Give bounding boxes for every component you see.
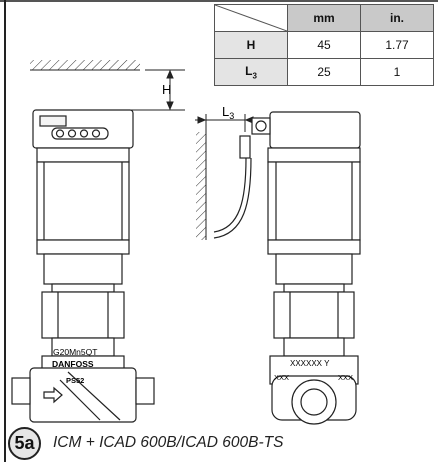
brand-label: DANFOSS <box>52 359 94 369</box>
cell-h-mm: 45 <box>287 31 361 59</box>
pressure-label: PS52 <box>66 376 84 385</box>
side-view <box>213 111 361 425</box>
side-marking-left: XXX <box>274 373 289 382</box>
dimensions-table: mm in. H 45 1.77 L3 25 1 <box>214 4 434 86</box>
figure-caption: ICM + ICAD 600B/ICAD 600B-TS <box>53 434 284 451</box>
table-row: L3 25 1 <box>214 58 434 86</box>
table-header-row: mm in. <box>214 4 434 32</box>
valve-marking: G20Mn5QT <box>53 347 97 357</box>
left-border <box>4 0 6 462</box>
figure-number-badge: 5a <box>8 427 41 460</box>
ceiling-hatch <box>30 60 140 71</box>
side-marking: XXXXXX Y <box>290 359 330 368</box>
l3-dimension <box>195 114 254 132</box>
column-header-mm: mm <box>287 4 361 32</box>
cell-h-in: 1.77 <box>360 31 434 59</box>
column-header-in: in. <box>360 4 434 32</box>
dim-h-label: H <box>162 82 171 97</box>
cell-l3-in: 1 <box>360 58 434 86</box>
table-corner <box>214 4 288 32</box>
front-view <box>11 109 155 423</box>
table-row: H 45 1.77 <box>214 31 434 59</box>
top-border <box>0 0 438 2</box>
h-dimension <box>118 69 185 111</box>
cell-l3-mm: 25 <box>287 58 361 86</box>
keypad <box>51 127 109 140</box>
wall-hatch <box>196 132 207 240</box>
side-marking-right: XXX <box>338 373 353 382</box>
row-label-l3: L3 <box>214 58 288 86</box>
row-label-h: H <box>214 31 288 59</box>
dim-l3-label: L3 <box>222 104 234 121</box>
